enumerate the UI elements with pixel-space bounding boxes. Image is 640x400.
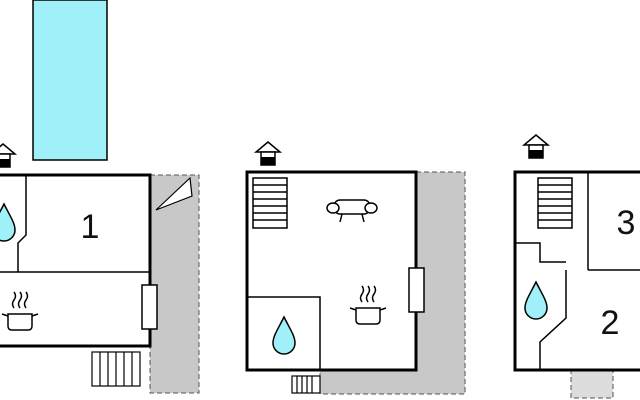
floor-plan-1: 1 bbox=[0, 0, 200, 394]
terrace-steps-icon bbox=[91, 351, 141, 387]
entrance-house-icon bbox=[523, 134, 549, 159]
terrace bbox=[149, 174, 200, 394]
room-number: 1 bbox=[81, 208, 100, 246]
entrance-house-icon bbox=[0, 143, 16, 168]
pool bbox=[32, 0, 108, 161]
room-number: 2 bbox=[601, 304, 620, 342]
room-number: 3 bbox=[617, 204, 636, 242]
radiator-icon bbox=[141, 284, 158, 330]
stairs-icon bbox=[252, 177, 288, 229]
terrace-steps-icon bbox=[291, 375, 321, 394]
floor-plan-3: 3 2 bbox=[513, 134, 640, 399]
radiator-icon bbox=[408, 267, 425, 313]
interior-wall bbox=[247, 296, 321, 370]
outer-walls bbox=[513, 170, 640, 372]
floor-plan-2 bbox=[245, 141, 466, 395]
interior-wall bbox=[539, 270, 567, 370]
terrace bbox=[570, 369, 614, 399]
stairs-icon bbox=[537, 177, 573, 229]
interior-wall bbox=[17, 175, 27, 272]
interior-wall bbox=[515, 242, 566, 263]
terrace-awning bbox=[155, 176, 193, 211]
entrance-house-icon bbox=[255, 141, 281, 166]
outer-walls bbox=[0, 173, 152, 348]
